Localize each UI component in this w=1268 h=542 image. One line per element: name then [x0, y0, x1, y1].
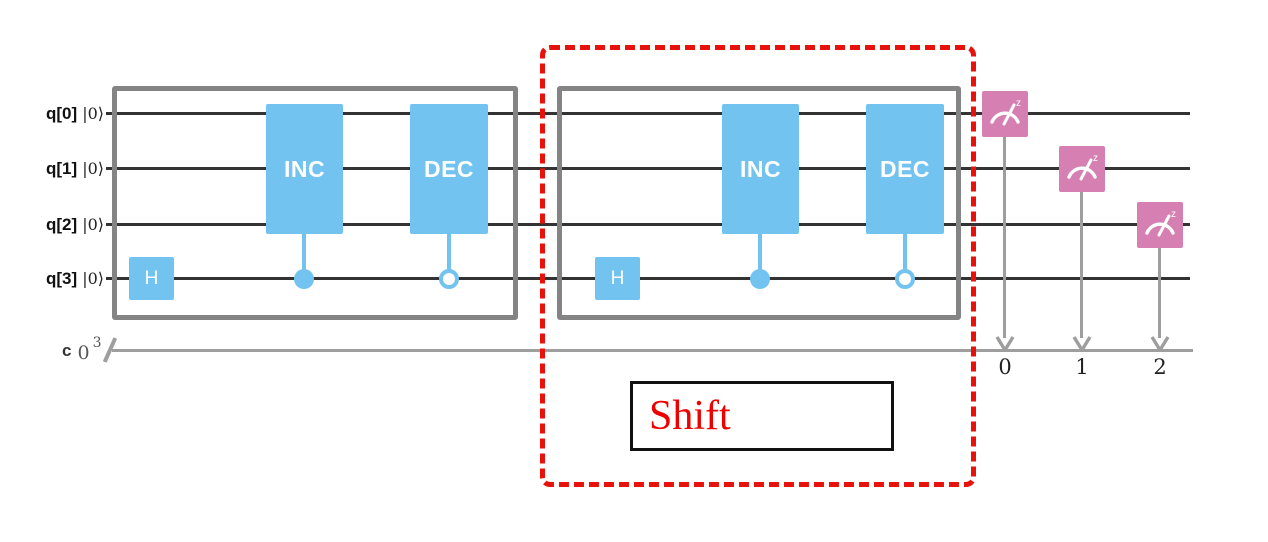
classical-wire: [112, 349, 1193, 352]
bit-label-0: 0: [998, 355, 1012, 379]
inc-gate: INC: [266, 104, 343, 234]
qubit-label-q2: q[2]|0⟩: [14, 213, 104, 237]
qubit-label-q3: q[3]|0⟩: [14, 267, 104, 291]
bit-label-2: 2: [1153, 355, 1167, 379]
control-dot-filled: [750, 269, 770, 289]
measure-stem: [1003, 137, 1006, 338]
ket-zero-label: |0⟩: [82, 269, 104, 288]
hadamard-gate-label: H: [610, 267, 625, 289]
qubit-wire-q1: [106, 167, 1190, 170]
control-stem: [447, 232, 451, 270]
inc-gate: INC: [722, 104, 799, 234]
ket-zero-label: |0⟩: [82, 215, 104, 234]
hadamard-gate: H: [129, 257, 174, 300]
qubit-label-q1: q[1]|0⟩: [14, 157, 104, 181]
bit-label-1: 1: [1075, 355, 1089, 379]
hadamard-gate-label: H: [144, 267, 159, 289]
control-dot-open: [895, 269, 915, 289]
classical-register-size: 3: [92, 335, 102, 351]
measure-gate-q1: z: [1059, 146, 1105, 192]
shift-label: Shift: [649, 393, 731, 439]
measure-gate-q2: z: [1137, 202, 1183, 248]
measure-basis-label: z: [1093, 153, 1098, 164]
qubit-wire-q3: [106, 277, 1190, 280]
control-stem: [302, 232, 306, 279]
qubit-wire-q2: [106, 223, 1190, 226]
meter-icon: z: [1067, 153, 1098, 181]
inc-gate-label: INC: [739, 155, 782, 182]
measure-gate-q0: z: [982, 91, 1028, 137]
measure-basis-label: z: [1016, 98, 1021, 109]
measure-stem: [1080, 192, 1083, 338]
control-stem: [903, 232, 907, 270]
classical-register-name: c: [62, 341, 72, 360]
qubit-wire-q0: [106, 112, 1190, 115]
measure-arrowhead: [1072, 336, 1092, 352]
measure-arrowhead: [1150, 336, 1170, 352]
highlight-dashed-box: [540, 45, 976, 487]
inc-gate-label: INC: [283, 155, 326, 182]
shift-annotation-box: Shift: [630, 381, 894, 451]
measure-arrowhead: [995, 336, 1015, 352]
qubit-name: q[1]: [46, 159, 78, 178]
dec-gate-label: DEC: [879, 155, 931, 182]
control-dot-filled: [294, 269, 314, 289]
dec-gate: DEC: [866, 104, 944, 234]
control-dot-open: [439, 269, 459, 289]
subcircuit-frame-1: [112, 86, 518, 320]
meter-icon: z: [1145, 209, 1176, 237]
qubit-name: q[3]: [46, 269, 78, 288]
dec-gate: DEC: [410, 104, 488, 234]
qubit-name: q[2]: [46, 215, 78, 234]
subcircuit-frame-2: [557, 86, 961, 320]
dec-gate-label: DEC: [423, 155, 475, 182]
qubit-label-q0: q[0]|0⟩: [14, 102, 104, 126]
control-stem: [758, 232, 762, 279]
hadamard-gate: H: [595, 257, 640, 300]
measure-basis-label: z: [1171, 209, 1176, 220]
meter-icon: z: [990, 98, 1021, 126]
ket-zero-label: |0⟩: [82, 159, 104, 178]
measure-stem: [1158, 248, 1161, 338]
ket-zero-label: |0⟩: [82, 104, 104, 123]
qubit-name: q[0]: [46, 104, 78, 123]
classical-register-index: 0: [77, 342, 90, 364]
